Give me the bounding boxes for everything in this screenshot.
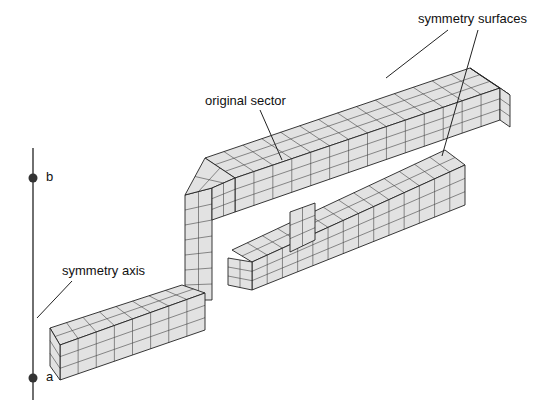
symmetry-axis [29,148,38,400]
mesh-face [212,178,235,220]
point-label: b [46,170,53,184]
callout-label: symmetry surfaces [418,12,527,26]
point-label: a [46,370,53,384]
leader-lines [37,30,478,318]
mesh-face [60,293,205,380]
mesh-face [290,203,315,252]
callout-label: original sector [205,94,286,108]
finite-element-mesh [50,68,510,380]
mesh-face [500,88,510,127]
mesh-face [185,188,212,300]
mesh-face [228,258,252,290]
callout-label: symmetry axis [62,264,145,278]
